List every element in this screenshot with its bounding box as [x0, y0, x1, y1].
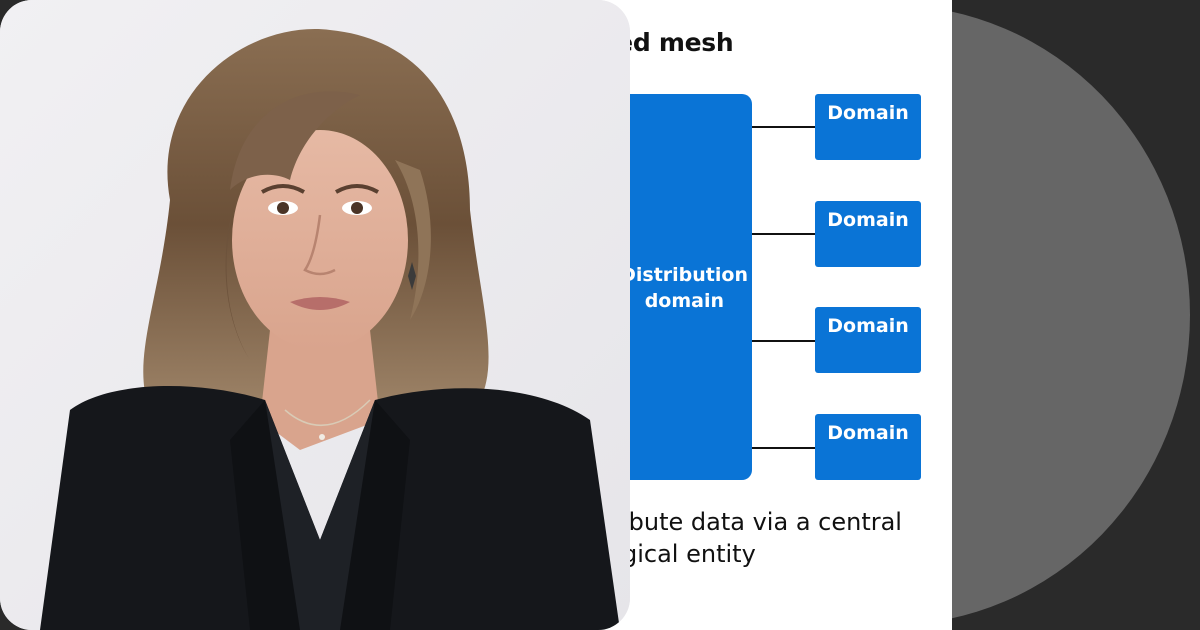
decorative-background: [950, 0, 1200, 630]
connector-line: [752, 447, 815, 449]
decorative-circle: [950, 5, 1190, 625]
domain-box-2: Domain: [815, 201, 921, 267]
connector-line: [752, 126, 815, 128]
diagram-caption: ibute data via a central gical entity: [622, 506, 902, 570]
caption-line2: gical entity: [622, 540, 756, 568]
connector-line: [752, 340, 815, 342]
connector-line: [752, 233, 815, 235]
person-portrait: [0, 0, 630, 630]
person-portrait-icon: [0, 0, 630, 630]
caption-line1: ibute data via a central: [622, 508, 902, 536]
distribution-domain-label: Distribution domain: [560, 262, 750, 314]
distribution-label-line2: domain: [644, 290, 724, 312]
domain-box-1: Domain: [815, 94, 921, 160]
domain-box-4: Domain: [815, 414, 921, 480]
distribution-label-line1: Distribution: [620, 264, 748, 286]
domain-box-3: Domain: [815, 307, 921, 373]
